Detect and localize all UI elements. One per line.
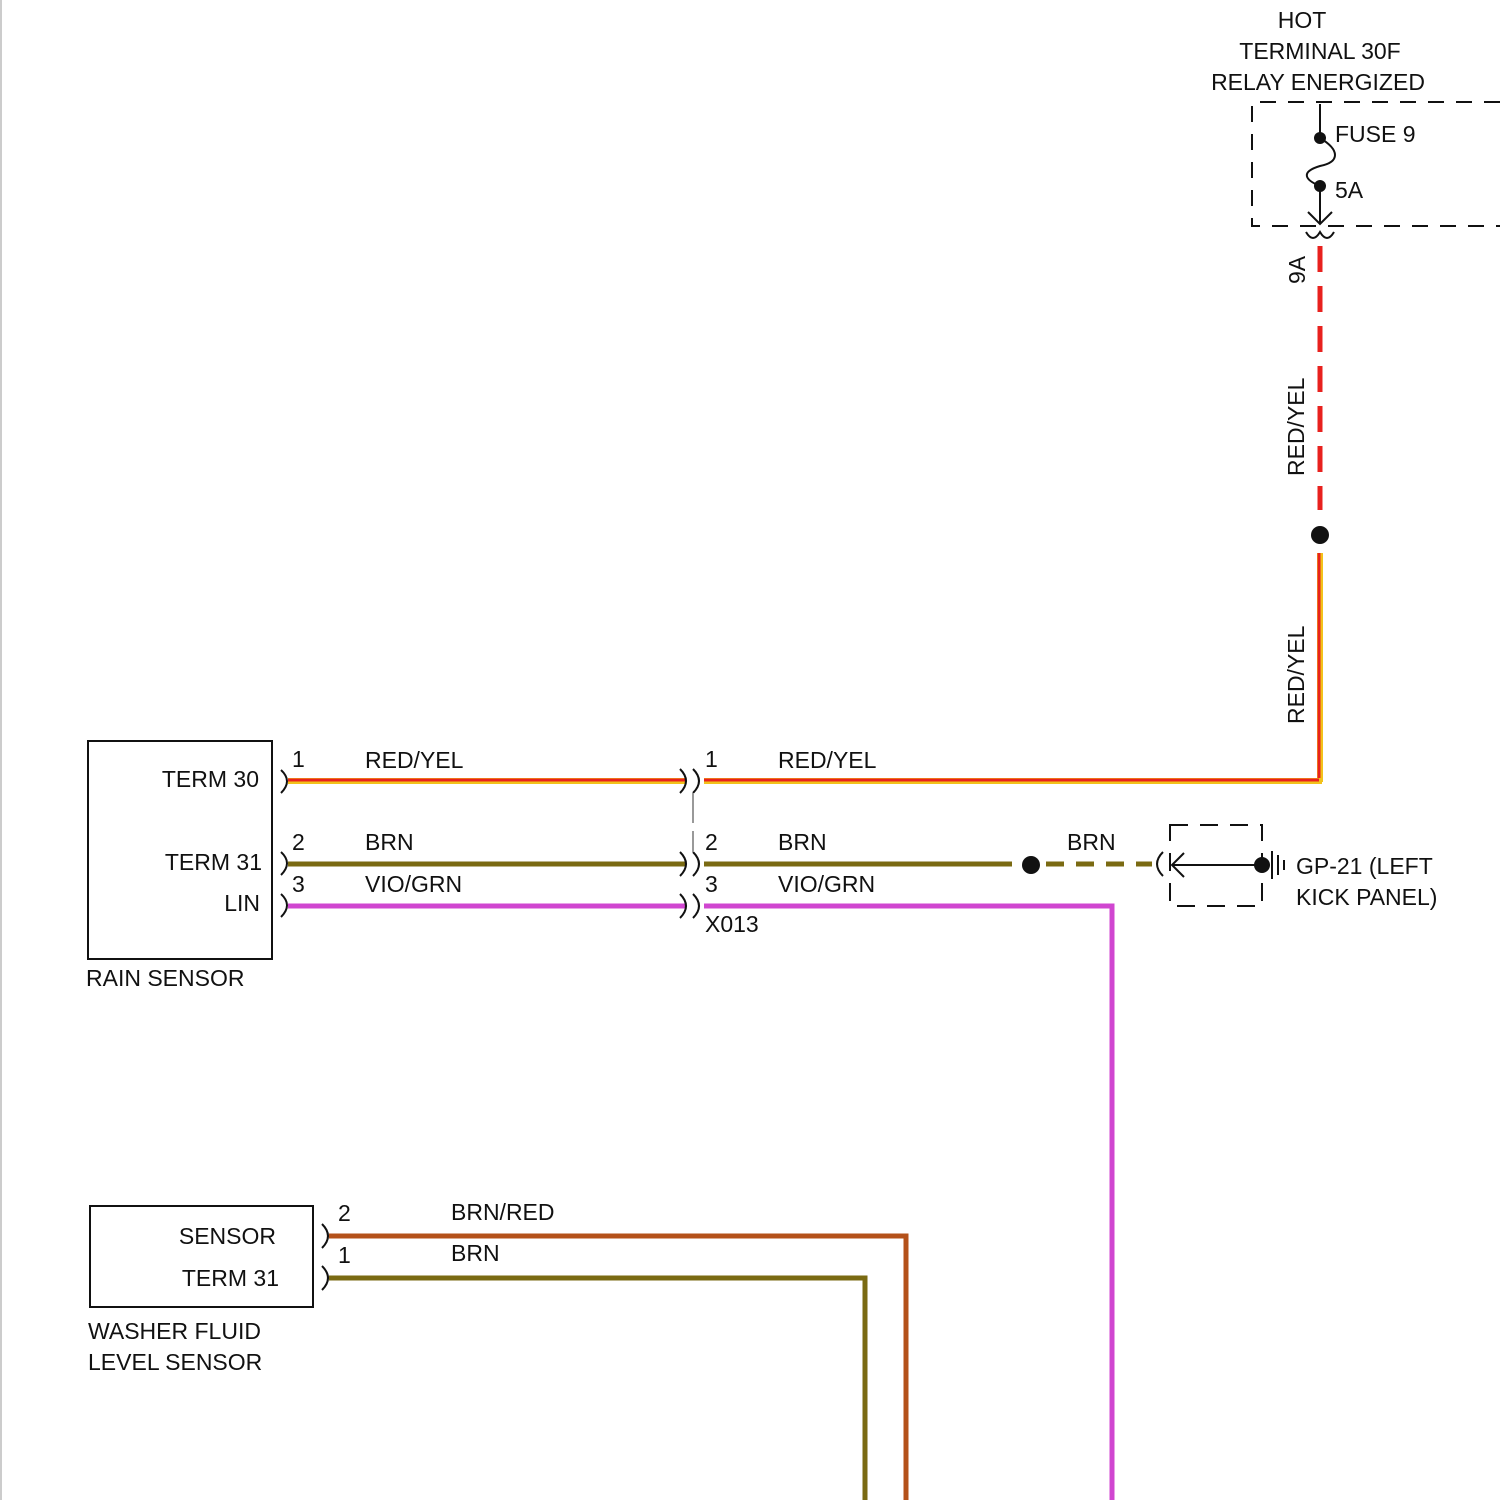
splice-point xyxy=(1311,526,1329,544)
wire-label-red-yel-vertical-lower: RED/YEL xyxy=(1283,625,1309,724)
rain-sensor-term31-label: TERM 31 xyxy=(165,849,262,875)
rain-sensor-name: RAIN SENSOR xyxy=(86,965,244,991)
ground-icon xyxy=(1272,851,1284,879)
rain-sensor-pin2-number: 2 xyxy=(292,829,305,855)
rain-sensor-pin2-terminal xyxy=(281,852,287,875)
fuse-rating-label: 5A xyxy=(1335,177,1364,203)
washer-pin1-terminal xyxy=(322,1266,328,1290)
wire-label-brn-washer: BRN xyxy=(451,1240,500,1266)
wire-label-red-yel-left: RED/YEL xyxy=(365,747,464,773)
rain-sensor-pin1-number: 1 xyxy=(292,746,305,772)
washer-sensor-name-line2: LEVEL SENSOR xyxy=(88,1349,262,1375)
wire-label-brn-right: BRN xyxy=(778,829,827,855)
x013-name: X013 xyxy=(705,911,759,937)
washer-sensor-box xyxy=(90,1206,313,1307)
rain-sensor-term30-label: TERM 30 xyxy=(162,766,259,792)
wire-label-brn-left: BRN xyxy=(365,829,414,855)
ground-gp21: BRN GP-21 (LEFT KICK PANEL) xyxy=(1022,825,1437,910)
relay-energized-label: RELAY ENERGIZED xyxy=(1211,69,1425,95)
wire-label-red-yel-vertical-upper: RED/YEL xyxy=(1283,377,1309,476)
wire-label-red-yel-right: RED/YEL xyxy=(778,747,877,773)
fuse-9-label: FUSE 9 xyxy=(1335,121,1416,147)
ground-point xyxy=(1254,857,1270,873)
connector-9a-symbol xyxy=(1306,232,1334,238)
rain-sensor-pin1-terminal xyxy=(281,770,287,793)
rain-sensor-harness xyxy=(288,780,685,906)
washer-pin1-number: 1 xyxy=(338,1242,351,1268)
washer-sensor-term31-label: TERM 31 xyxy=(182,1265,279,1291)
hot-label: HOT xyxy=(1278,7,1327,33)
washer-pin2-terminal xyxy=(322,1224,328,1248)
x013-pin1-number: 1 xyxy=(705,746,718,772)
wire-label-brn-red: BRN/RED xyxy=(451,1199,555,1225)
power-source: HOT TERMINAL 30F RELAY ENERGIZED FUSE 9 … xyxy=(1211,7,1500,782)
rain-sensor-pin3-number: 3 xyxy=(292,871,305,897)
wire-label-brn-ground: BRN xyxy=(1067,829,1116,855)
terminal-30f-label: TERMINAL 30F xyxy=(1239,38,1400,64)
rain-sensor-lin-label: LIN xyxy=(224,890,260,916)
ground-name-line2: KICK PANEL) xyxy=(1296,884,1437,910)
x013-pin3-number: 3 xyxy=(705,871,718,897)
ground-splice-point xyxy=(1022,856,1040,874)
connector-9a-label: 9A xyxy=(1284,255,1310,284)
x013-pin2-number: 2 xyxy=(705,829,718,855)
washer-pin2-number: 2 xyxy=(338,1200,351,1226)
fuse-9-symbol xyxy=(1307,138,1335,186)
wire-label-vio-grn-left: VIO/GRN xyxy=(365,871,462,897)
wire-brn-washer xyxy=(329,1278,865,1500)
ground-connector-terminal xyxy=(1157,852,1163,876)
washer-fluid-level-sensor: SENSOR TERM 31 WASHER FLUID LEVEL SENSOR… xyxy=(88,1199,906,1500)
rain-sensor-pin3-terminal xyxy=(281,894,287,917)
wire-label-vio-grn-right: VIO/GRN xyxy=(778,871,875,897)
washer-sensor-sensor-label: SENSOR xyxy=(179,1223,276,1249)
ground-name-line1: GP-21 (LEFT xyxy=(1296,853,1433,879)
washer-sensor-name-line1: WASHER FLUID xyxy=(88,1318,261,1344)
